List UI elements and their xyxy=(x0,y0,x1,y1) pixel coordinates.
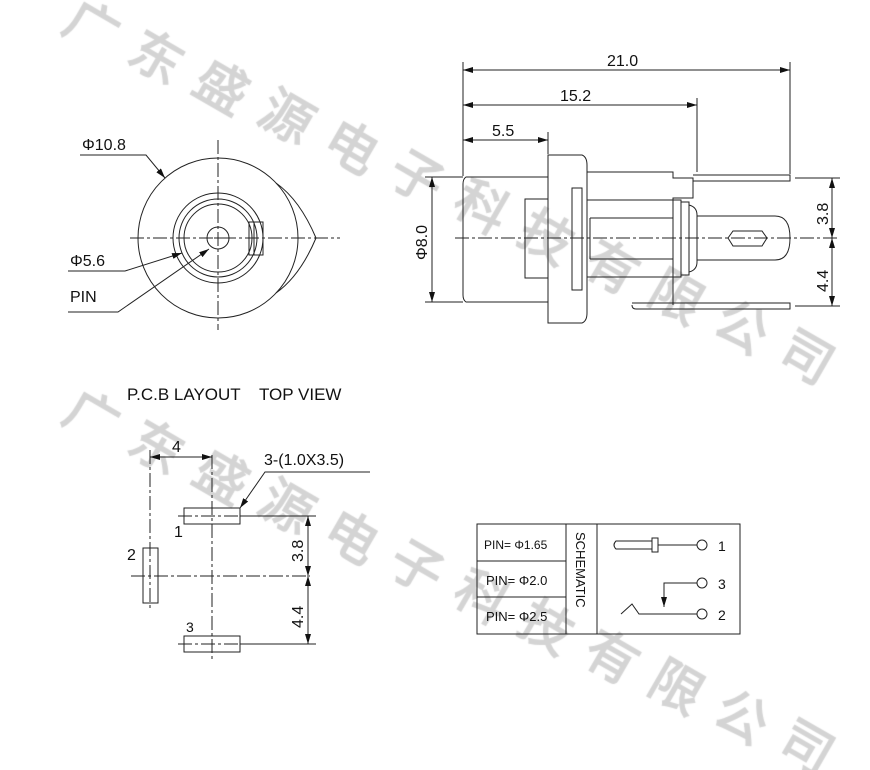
dim-upper-offset: 3.8 xyxy=(815,203,832,225)
dim-overall-length: 21.0 xyxy=(607,53,638,70)
pad-label-1: 1 xyxy=(174,524,183,541)
outer-diameter-label: Φ10.8 xyxy=(82,137,126,154)
pad-spec-label: 3-(1.0X3.5) xyxy=(264,452,344,469)
pin-spec-3: PIN= Φ2.5 xyxy=(486,609,547,624)
inner-diameter-label: Φ5.6 xyxy=(70,253,105,270)
pcb-dim-lower: 4.4 xyxy=(290,606,307,628)
terminal-3: 3 xyxy=(718,576,726,592)
pcb-dim-x: 4 xyxy=(172,439,181,456)
pin-spec-1: PIN= Φ1.65 xyxy=(484,538,548,552)
pin-spec-2: PIN= Φ2.0 xyxy=(486,573,547,588)
pcb-dim-upper: 3.8 xyxy=(290,540,307,562)
dim-lower-offset: 4.4 xyxy=(815,270,832,292)
dim-body-length: 5.5 xyxy=(492,123,514,140)
side-view: 21.0 15.2 5.5 Φ8.0 3.8 4.4 xyxy=(414,53,840,324)
pad-label-3: 3 xyxy=(186,619,194,635)
pcb-layout-title: P.C.B LAYOUT TOP VIEW xyxy=(127,385,341,404)
pin-label: PIN xyxy=(70,289,97,306)
pcb-layout: P.C.B LAYOUT TOP VIEW 4 3.8 4.4 3-(1.0X3… xyxy=(127,385,370,660)
terminal-2: 2 xyxy=(718,607,726,623)
schematic-header: SCHEMATIC xyxy=(573,532,588,608)
schematic-table: PIN= Φ1.65 PIN= Φ2.0 PIN= Φ2.5 SCHEMATIC… xyxy=(476,523,741,635)
dim-body-diameter: Φ8.0 xyxy=(414,225,431,260)
front-view: Φ10.8 Φ5.6 PIN xyxy=(68,137,340,330)
pad-label-2: 2 xyxy=(127,547,136,564)
terminal-1: 1 xyxy=(718,538,726,554)
dim-pin-length: 15.2 xyxy=(560,88,591,105)
